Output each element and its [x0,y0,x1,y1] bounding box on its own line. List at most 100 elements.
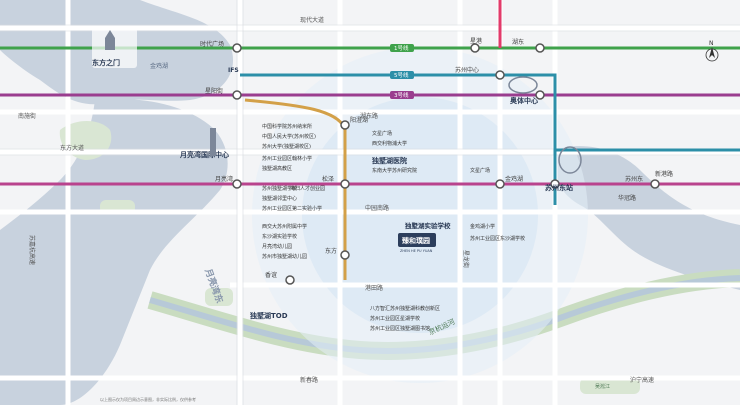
project-name: 臻和璞园 [402,236,430,245]
tower-icon [210,128,216,156]
landmark-dushuhu-hospital: 独墅湖医院 [371,156,407,165]
poi-west-1: 独墅湖邻里中心 [262,195,297,202]
poi-mid-block: 文星广场 西交利物浦大学 东南大学苏州研究院 [372,130,417,174]
line-1-label: 1号线 [394,44,409,52]
road-label-chuguo: 沪宁高速 [630,376,654,384]
north-arrow: N [705,40,719,62]
poi-south-block: 西交大苏州附属中学 东沙湖实验学校 月亮湾幼儿园 苏州市独墅湖幼儿园 [262,223,307,260]
landmark-dushuhu-tod: 独墅湖TOD [249,311,288,320]
road-label-nanhuan: 南施街 [18,112,36,120]
road-label-zhongyuan: 中园南路 [365,204,389,212]
station-xingang [470,43,480,53]
station-zhongtang [550,179,560,189]
poi-north-1: 中国人民大学(苏州校区) [262,133,316,140]
poi-south-3: 苏州市独墅湖幼儿园 [262,253,307,260]
project-marker[interactable]: 臻和璞园 ZHEN HE PU YUAN [398,233,436,253]
station-suzhoudong [650,179,660,189]
poi-lower-0: 八方智汇苏州独墅湖科教创新区 [370,305,440,312]
station-dongfang [340,250,350,260]
landmark-dushuhu-school: 独墅湖实验学校 [405,221,451,230]
poi-east-1: 苏州工业园区东沙湖学校 [470,235,525,242]
station-xiangfu [285,275,295,285]
project-badge [398,233,436,247]
poi-south-2: 月亮湾幼儿园 [262,243,292,250]
line-5-label: 5号线 [394,71,409,79]
poi-mid-1: 西交利物浦大学 [372,140,407,147]
poi-west-2: 苏州工业园区第二实验小学 [262,205,322,212]
east-lake [553,146,740,290]
footnote: 以上图示仅为项目周边示意图，非实际比例，仅供参考 [100,396,196,402]
dushu-lake-west [0,98,228,405]
poi-north-4: 独墅湖高教区 [262,165,292,172]
road-label-jinchun: 新春路 [300,376,318,384]
park-patch-3 [580,378,640,394]
radius-ring-inner [302,97,538,333]
poi-west-3: 海归人才创业园 [290,185,325,192]
road-label-sutong: 苏嘉杭高速 [28,235,36,265]
label-jinjihu: 金鸡湖 [505,175,523,183]
metro-stations [232,43,660,285]
landmark-yueliangwan: 月亮湾国际中心 [179,150,229,159]
road-label-xiandai: 现代大道 [300,16,324,24]
label-hudong: 湖东 [512,38,524,46]
gate-icon [105,30,115,50]
north-arrow-icon [709,47,715,58]
label-xingyang: 星阳街 [205,87,223,95]
label-yuehuangwan: 月亮湾 [215,175,233,183]
north-label: N [709,40,714,47]
poi-north-block: 中国科学院苏州纳米所 中国人民大学(苏州校区) 苏州大学(独墅湖校区) 苏州工业… [262,123,316,172]
station-shidaiguangchang [232,43,242,53]
landmark-dongzhan: 苏州东站 [545,183,573,192]
poi-lower-block: 八方智汇苏州独墅湖科教创新区 苏州工业园区星湖学校 苏州工业园区独墅湖图书馆 [370,305,440,332]
label-suzhouzhongxin: 苏州中心 [455,66,479,74]
station-xingyang [232,90,242,100]
poi-west-0: 苏州独墅湖学校 [262,185,297,192]
label-huagangsanlu: 华冠路 [618,194,636,202]
station-jinjihu [495,179,505,189]
road-label-hudong: 湖东路 [360,112,378,120]
poi-mid-0: 文星广场 [372,130,392,137]
station-hudong [535,43,545,53]
station-arch-icon [558,146,582,174]
label-dongfang: 东方 [325,247,337,255]
road-label-xinglong: 星龙街 [462,250,470,268]
landmark-aoti: 奥体中心 [510,96,538,105]
poi-south-0: 西交大苏州附属中学 [262,223,307,230]
station-suzhouzhongxin [495,70,505,80]
label-shidaiguangchang: 时代广场 [200,40,224,48]
poi-north-3: 苏州工业园区翰林小学 [262,155,312,162]
landmark-dongfangzhimen: 东方之门 [92,58,120,67]
station-yuehuangwan [232,179,242,189]
stadium-icon [508,76,538,94]
project-sub: ZHEN HE PU YUAN [400,249,433,253]
label-jinshanlu: 新港路 [655,170,673,178]
poi-lower-1: 苏州工业园区星湖学校 [370,315,420,322]
road-label-gangtian: 港田路 [365,284,383,292]
station-dongsha [535,90,545,100]
poi-east-0: 金鸡湖小学 [470,223,495,230]
park-patch-1 [205,288,233,306]
label-suzhoudong: 苏州东 [625,175,643,183]
label-xiangfu: 香谊 [265,271,277,279]
station-yangcheng [340,120,350,130]
line-1-badge [390,44,414,52]
landmark-gaoxin: 吴淞江 [595,383,610,390]
poi-north-2: 苏州大学(独墅湖校区) [262,143,311,150]
poi-south-1: 东沙湖实验学校 [262,233,297,240]
station-songze [340,179,350,189]
poi-east-2: 文星广场 [470,167,490,174]
landmark-jinjihu: 金鸡湖 [150,62,168,70]
poi-north-0: 中国科学院苏州纳米所 [262,123,312,130]
poi-west-block: 苏州独墅湖学校 独墅湖邻里中心 苏州工业园区第二实验小学 海归人才创业园 [262,185,325,212]
line-3-label: 3号线 [394,91,409,99]
label-yangcheng: 阳澄湖 [350,116,368,124]
label-songze: 松泽 [322,175,334,183]
road-label-dongfang: 东方大道 [60,144,84,152]
line-teal-badge [390,71,414,79]
label-xingang: 星港 [470,37,482,45]
poi-lower-2: 苏州工业园区独墅湖图书馆 [370,325,430,332]
label-ifs: IFS [228,67,239,74]
poi-mid-3: 东南大学苏州研究院 [372,167,417,174]
